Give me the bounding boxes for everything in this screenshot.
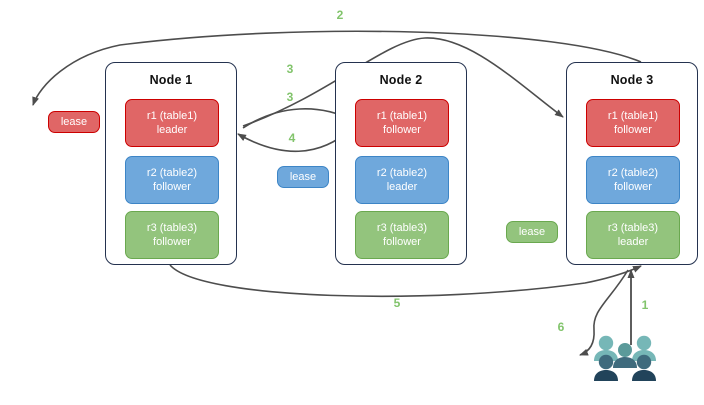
replica-r1[interactable]: r1 (table1) follower [355,99,449,147]
replica-r3[interactable]: r3 (table3) leader [586,211,680,259]
lease-label: lease [60,116,88,128]
node-title: Node 2 [379,73,423,87]
lease-label: lease [289,171,317,183]
node-box-3: Node 3 r1 (table1) follower r2 (table2) … [566,62,698,265]
replica-r1[interactable]: r1 (table1) leader [125,99,219,147]
replica-role: follower [383,236,421,248]
replica-role: follower [153,236,191,248]
replica-name: r3 (table3) [607,222,659,234]
step-label-3-lower: 3 [286,90,294,104]
replica-name: r1 (table1) [607,110,659,122]
replica-r2[interactable]: r2 (table2) leader [355,156,449,204]
replica-role: follower [614,181,652,193]
replica-name: r3 (table3) [146,222,198,234]
step-label-5: 5 [393,296,401,310]
clients-group-icon [592,334,658,388]
replica-role: leader [386,181,418,193]
step-label-1: 1 [641,298,649,312]
lease-badge-r1: lease [48,111,100,133]
replica-name: r1 (table1) [146,110,198,122]
node-title: Node 3 [610,73,654,87]
replica-name: r3 (table3) [376,222,428,234]
replica-name: r2 (table2) [146,167,198,179]
replica-r1[interactable]: r1 (table1) follower [586,99,680,147]
lease-label: lease [518,226,546,238]
replica-name: r1 (table1) [376,110,428,122]
edge-step-5 [169,264,642,298]
replica-name: r2 (table2) [607,167,659,179]
replica-r2[interactable]: r2 (table2) follower [125,156,219,204]
people-icon [594,335,656,381]
replica-role: follower [383,124,421,136]
lease-badge-r2: lease [277,166,329,188]
node-box-1: Node 1 r1 (table1) leader r2 (table2) fo… [105,62,237,265]
replica-role: leader [156,124,188,136]
step-label-2: 2 [336,8,344,22]
replica-role: follower [153,181,191,193]
replica-role: leader [617,236,649,248]
step-label-4: 4 [288,131,296,145]
step-label-6: 6 [557,320,565,334]
replica-name: r2 (table2) [376,167,428,179]
lease-badge-r3: lease [506,221,558,243]
step-label-3-upper: 3 [286,62,294,76]
node-title: Node 1 [149,73,193,87]
node-box-2: Node 2 r1 (table1) follower r2 (table2) … [335,62,467,265]
replica-role: follower [614,124,652,136]
replica-r3[interactable]: r3 (table3) follower [355,211,449,259]
replica-r3[interactable]: r3 (table3) follower [125,211,219,259]
replica-r2[interactable]: r2 (table2) follower [586,156,680,204]
